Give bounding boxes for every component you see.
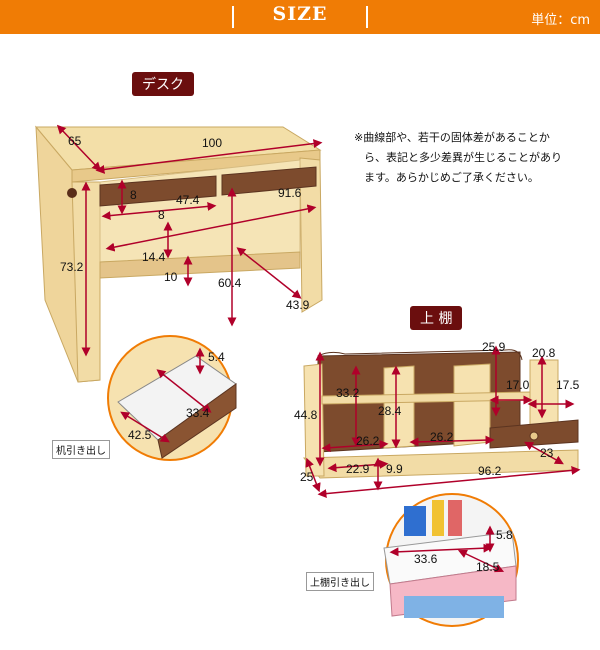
shelf-depth-label: 25 (300, 470, 314, 484)
shelf-bay-width-1-label: 26.2 (356, 434, 380, 448)
desk-leg-height-label: 60.4 (218, 276, 242, 290)
shelf-drawer-inset-height-label: 5.8 (496, 528, 513, 542)
unit-label: 単位：cm (531, 13, 590, 28)
shelf-inner-height-label: 33.2 (336, 386, 360, 400)
desk-drawer-height-label: 8 (130, 188, 137, 202)
header-bar: SIZE 単位：cm (0, 0, 600, 34)
shelf-height-label: 44.8 (294, 408, 318, 422)
desk-height-label: 73.2 (60, 260, 84, 274)
shelf-drawer-inset (383, 493, 519, 627)
shelf-drawer-depth-label: 23 (540, 446, 554, 460)
desk-drawer-width-label: 47.4 (176, 193, 200, 207)
shelf-mid-height-label: 28.4 (378, 404, 402, 418)
note-line-3: ます。あらかじめご了承ください。 (364, 171, 539, 184)
shelf-bottom-width-label: 22.9 (346, 462, 370, 476)
desk-bar-height-label: 10 (164, 270, 178, 284)
shelf-width-label: 96.2 (478, 464, 502, 478)
shelf-right-height-label: 25.9 (482, 340, 506, 354)
desk-section-tag: デスク (132, 72, 194, 96)
desk-drawer-inset-width-label: 42.5 (128, 428, 152, 442)
shelf-cell-width-2-label: 17.5 (556, 378, 580, 392)
desk-drawer-caption: 机引き出し (52, 440, 110, 459)
shelf-bottom-height-label: 9.9 (386, 462, 403, 476)
desk-drawer-gap-label: 8 (158, 208, 165, 222)
desk-depth-label: 65 (68, 134, 82, 148)
desk-drawer-inset-height-label: 5.4 (208, 350, 225, 364)
shelf-bay-width-2-label: 26.2 (430, 430, 454, 444)
desk-width-label: 100 (202, 136, 223, 150)
shelf-section-tag: 上 棚 (410, 306, 463, 330)
shelf-drawer-inset-width-label: 33.6 (414, 552, 438, 566)
shelf-drawer-inset-depth-label: 18.5 (476, 560, 500, 574)
shelf-drawing (302, 349, 579, 479)
shelf-right-width-label: 20.8 (532, 346, 556, 360)
page-title: SIZE (272, 3, 328, 25)
desk-drawer-inset (107, 335, 237, 461)
header-divider-right (366, 6, 368, 28)
note-line-2: ら、表記と多少差異が生じることがあり (364, 151, 562, 164)
disclaimer-note: ※曲線部や、若干の固体差があることか ら、表記と多少差異が生じることがあり ます… (354, 128, 586, 188)
desk-inner-width-label: 91.6 (278, 186, 302, 200)
desk-side-depth-label: 43.9 (286, 298, 310, 312)
note-line-1: ※曲線部や、若干の固体差があることか (354, 131, 550, 144)
shelf-cell-width-1-label: 17.0 (506, 378, 530, 392)
desk-drawer-inset-depth-label: 33.4 (186, 406, 210, 420)
shelf-drawer-caption: 上棚引き出し (306, 572, 374, 591)
desk-bar-gap-label: 14.4 (142, 250, 166, 264)
header-divider-left (232, 6, 234, 28)
